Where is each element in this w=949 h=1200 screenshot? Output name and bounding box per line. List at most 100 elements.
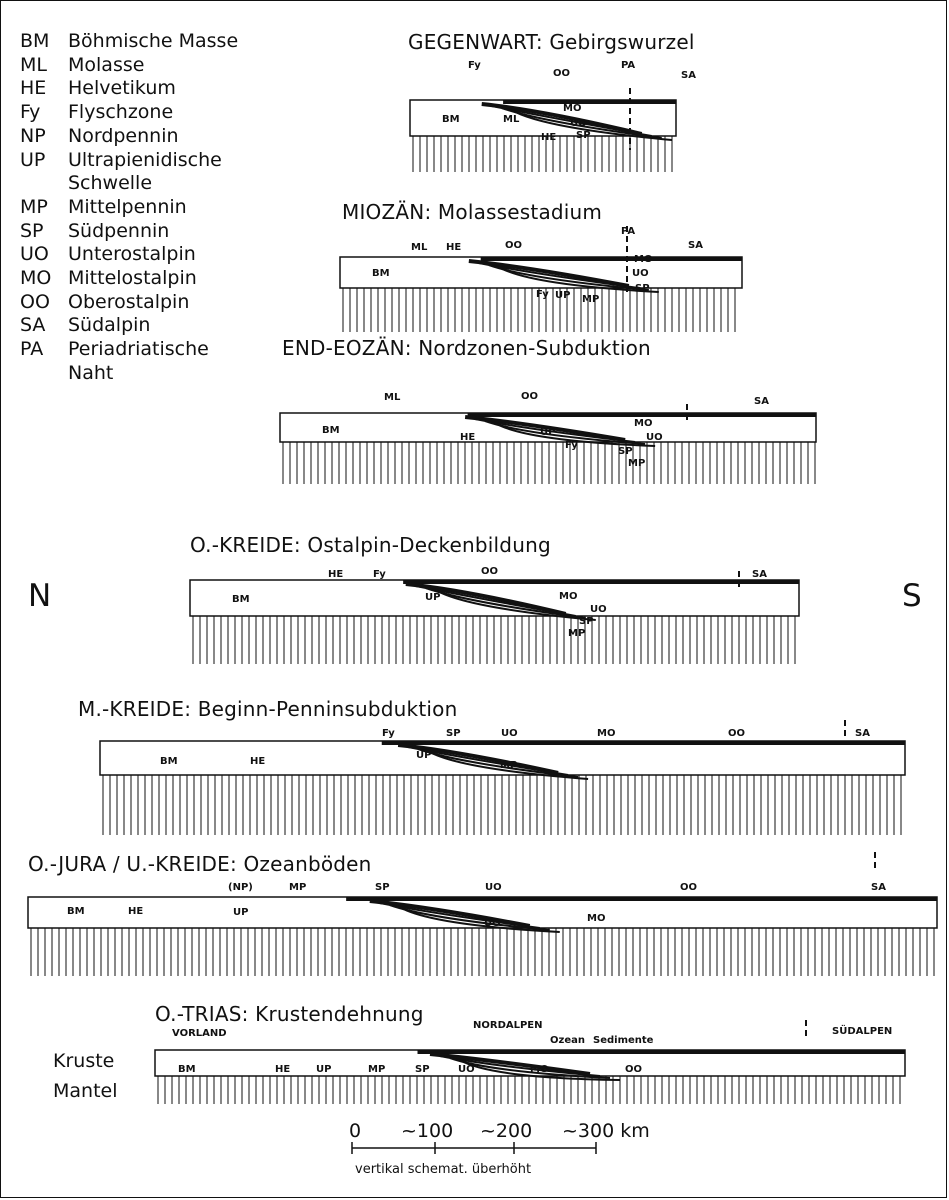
- unit-label: Fy: [536, 289, 549, 300]
- legend-name: Südpennin: [68, 219, 170, 242]
- unit-label: UP: [540, 427, 556, 438]
- unit-label: HE: [328, 569, 344, 580]
- unit-label: MO: [587, 913, 606, 924]
- unit-label: PA: [621, 226, 636, 237]
- legend-name: Ultrapienidische: [68, 148, 222, 171]
- unit-label: UO: [484, 918, 501, 929]
- nappe-line: [369, 899, 531, 928]
- scale-tick-300: ~300 km: [562, 1120, 650, 1142]
- unit-label: NORDALPEN: [473, 1020, 543, 1031]
- legend-code: OO: [20, 290, 50, 313]
- unit-label: SP: [375, 882, 390, 893]
- unit-label: BM: [322, 425, 340, 436]
- unit-label: HE: [446, 242, 462, 253]
- unit-label: Fy: [373, 569, 386, 580]
- section-title: END-EOZÄN: Nordzonen-Subduktion: [282, 336, 651, 360]
- nappe-line: [399, 906, 560, 933]
- legend-name: Südalpin: [68, 314, 151, 337]
- unit-label: Fy: [468, 60, 481, 71]
- nappe-line: [429, 1052, 591, 1076]
- nappe-line: [511, 109, 672, 141]
- legend-name-continued: Naht: [68, 361, 114, 384]
- section-title: GEGENWART: Gebirgswurzel: [408, 30, 695, 54]
- unit-label: UO: [485, 882, 502, 893]
- nappe-line: [427, 750, 589, 780]
- unit-label: SÜDALPEN: [832, 1026, 893, 1037]
- section-title: M.-KREIDE: Beginn-Penninsubduktion: [78, 697, 458, 721]
- unit-label: PA: [621, 60, 636, 71]
- scale-note: vertikal schemat. überhöht: [355, 1162, 532, 1177]
- nappe-line: [397, 743, 559, 775]
- legend-code: UO: [20, 243, 49, 266]
- legend-code: UP: [20, 148, 46, 171]
- unit-label: MO: [530, 1064, 549, 1075]
- legend-row: UP Ultrapienidische: [20, 149, 320, 173]
- unit-label: UO: [646, 432, 663, 443]
- scale-tick-0: 0: [349, 1120, 362, 1142]
- section-title: O.-JURA / U.-KREIDE: Ozeanböden: [28, 852, 372, 876]
- unit-label: BM: [442, 114, 460, 125]
- legend-code: MP: [20, 195, 48, 218]
- unit-label: MP: [368, 1064, 386, 1075]
- nappe-line: [481, 102, 643, 136]
- unit-label: OO: [728, 728, 746, 739]
- unit-label: HE: [128, 906, 144, 917]
- section-title: O.-KREIDE: Ostalpin-Deckenbildung: [190, 533, 551, 557]
- nappe-line: [459, 1059, 621, 1081]
- unit-label: OO: [553, 68, 571, 79]
- unit-label: SP: [618, 446, 633, 457]
- unit-label: UO: [458, 1064, 475, 1075]
- unit-label: Ozean: [550, 1035, 585, 1046]
- legend-row: OO Oberostalpin: [20, 291, 320, 315]
- unit-label: Fy: [382, 728, 395, 739]
- unit-label: UO: [501, 728, 518, 739]
- unit-label: MP: [568, 628, 586, 639]
- unit-label: SP: [446, 728, 461, 739]
- unit-label: HE: [541, 132, 557, 143]
- nappe-line: [468, 259, 630, 288]
- legend-code: BM: [20, 30, 50, 52]
- south-label: S: [902, 578, 922, 614]
- nappe-line: [405, 582, 567, 616]
- unit-label: BM: [67, 906, 85, 917]
- nappe-line: [435, 589, 596, 621]
- unit-label: BM: [178, 1064, 196, 1075]
- unit-label: MP: [500, 760, 518, 771]
- nappe-line: [494, 422, 656, 447]
- unit-label: SA: [688, 240, 703, 251]
- legend-code: ML: [20, 53, 47, 76]
- legend-code: HE: [20, 77, 47, 100]
- unit-label: SA: [754, 396, 769, 407]
- unit-label: MP: [582, 294, 600, 305]
- unit-label: MP: [628, 458, 646, 469]
- unit-label: SA: [752, 569, 767, 580]
- unit-label: UP: [233, 907, 249, 918]
- legend-row: BM Böhmische Masse: [20, 30, 320, 54]
- unit-label: BM: [372, 268, 390, 279]
- north-label: N: [28, 578, 52, 614]
- unit-label: HE: [250, 756, 266, 767]
- unit-label: OO: [680, 882, 698, 893]
- unit-label: SP: [576, 130, 591, 141]
- unit-label: (NP): [228, 882, 253, 893]
- unit-label: MP: [289, 882, 307, 893]
- legend-name: Oberostalpin: [68, 290, 190, 313]
- unit-label: Fy: [565, 440, 578, 451]
- unit-label: UP: [425, 592, 441, 603]
- legend-code: SA: [20, 314, 46, 337]
- unit-label: ML: [503, 114, 520, 125]
- scale-tick-100: ~100: [401, 1120, 454, 1142]
- legend-code: SP: [20, 219, 44, 242]
- scale-tick-200: ~200: [480, 1120, 533, 1142]
- legend-code: Fy: [20, 101, 41, 124]
- unit-label: BM: [232, 594, 250, 605]
- legend-row: SA Südalpin: [20, 314, 320, 338]
- legend-name: Böhmische Masse: [68, 30, 239, 52]
- legend-code: MO: [20, 267, 52, 290]
